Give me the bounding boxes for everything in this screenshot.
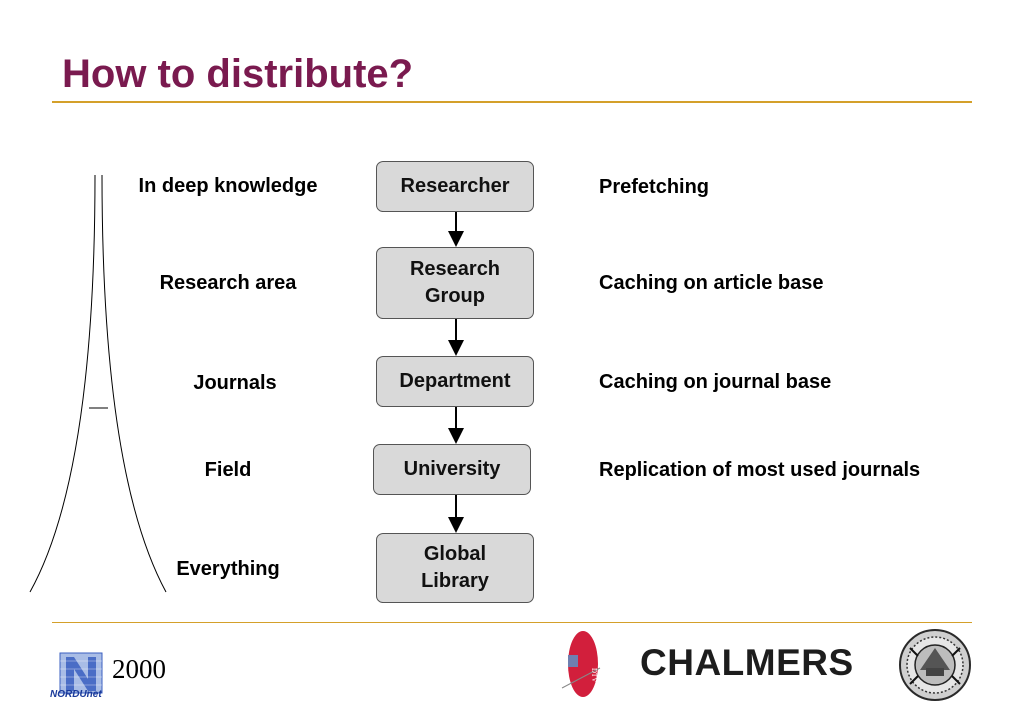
nordunet-logo-icon bbox=[59, 652, 103, 694]
nordunet-wordmark: NORDUnet bbox=[50, 689, 102, 700]
hierarchy-arrows bbox=[448, 212, 464, 533]
strategy-caching-journal: Caching on journal base bbox=[599, 371, 832, 393]
peak-curve-icon bbox=[29, 174, 167, 593]
title-underline bbox=[52, 101, 972, 103]
dtu-logo-text: DTV bbox=[590, 668, 598, 682]
dtu-logo-icon: DTV bbox=[561, 631, 601, 697]
box-university: University bbox=[373, 444, 531, 495]
box-research-group: Research Group bbox=[376, 247, 534, 319]
level-label-field: Field bbox=[204, 459, 252, 481]
level-label-research-area: Research area bbox=[159, 272, 297, 294]
level-label-deep-knowledge: In deep knowledge bbox=[138, 175, 318, 197]
footer-year: 2000 bbox=[112, 654, 166, 684]
chalmers-wordmark: CHALMERS bbox=[640, 642, 854, 683]
chalmers-seal-icon bbox=[899, 629, 971, 701]
slide-title: How to distribute? bbox=[62, 52, 414, 96]
footer-divider bbox=[52, 622, 972, 623]
box-researcher: Researcher bbox=[376, 161, 534, 212]
strategy-replication: Replication of most used journals bbox=[599, 459, 921, 481]
level-label-everything: Everything bbox=[176, 558, 280, 580]
level-label-journals: Journals bbox=[193, 372, 277, 394]
box-department: Department bbox=[376, 356, 534, 407]
strategy-prefetching: Prefetching bbox=[599, 176, 710, 198]
strategy-caching-article: Caching on article base bbox=[599, 272, 824, 294]
box-global-library: Global Library bbox=[376, 533, 534, 603]
